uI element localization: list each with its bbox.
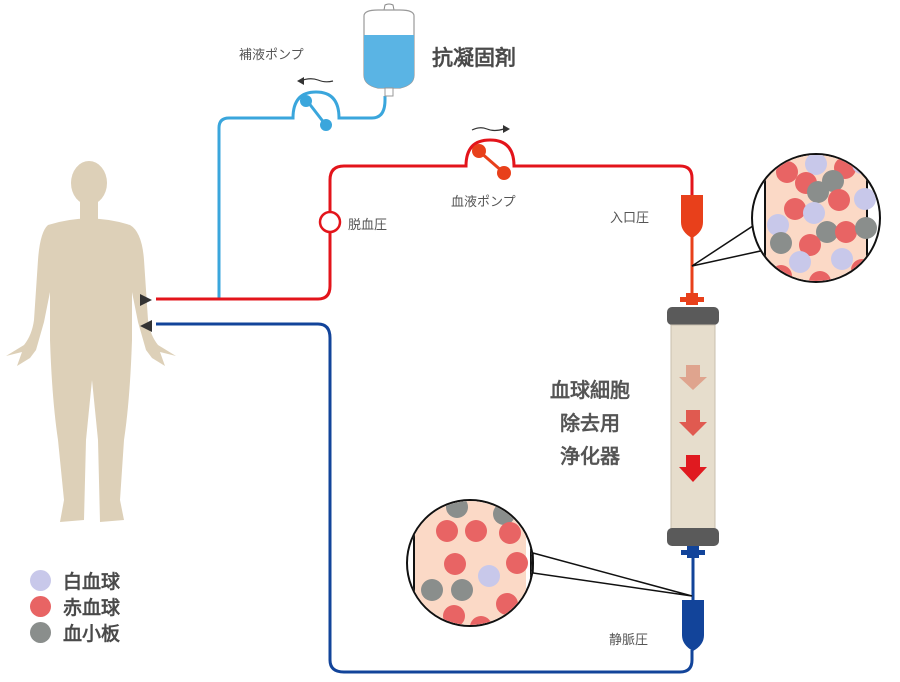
magnifier-before-filter xyxy=(691,153,881,283)
arterial-line xyxy=(156,138,694,301)
outlet-connector-icon xyxy=(681,546,705,558)
legend-item-platelet: 血小板 xyxy=(30,619,120,645)
anticoagulant-label: 抗凝固剤 xyxy=(432,46,516,70)
platelet-dot-icon xyxy=(30,621,51,643)
venous-pressure-chamber-icon xyxy=(682,600,704,651)
withdrawal-pressure-monitor-icon xyxy=(318,210,342,234)
inlet-connector-icon xyxy=(680,293,704,305)
venous-pressure-label: 静脈圧 xyxy=(609,633,649,648)
infusion-pump-icon xyxy=(300,95,332,131)
inlet-pressure-chamber-icon xyxy=(681,195,703,238)
filter-label: 血球細胞 除去用 浄化器 xyxy=(530,374,650,473)
rbc-dot-icon xyxy=(30,595,51,617)
infusion-pump-label: 補液ポンプ xyxy=(239,48,304,63)
blood-direction-arrow-icon xyxy=(471,125,510,133)
infusion-line xyxy=(217,90,387,299)
filter-column-icon xyxy=(667,307,719,546)
filter-label-line2: 除去用 xyxy=(560,411,620,435)
venous-access-icon xyxy=(140,320,152,332)
blood-pump-label: 血液ポンプ xyxy=(451,195,516,210)
filter-label-line3: 浄化器 xyxy=(560,444,620,468)
arterial-access-icon xyxy=(140,294,152,306)
legend: 白血球 赤血球 血小板 xyxy=(30,567,120,645)
human-body-icon xyxy=(6,161,176,522)
legend-label: 白血球 xyxy=(63,570,121,593)
legend-item-wbc: 白血球 xyxy=(30,567,120,593)
legend-label: 赤血球 xyxy=(63,596,121,619)
legend-item-rbc: 赤血球 xyxy=(30,593,120,619)
wbc-dot-icon xyxy=(30,569,51,591)
magnifier-after-filter xyxy=(406,499,693,627)
blood-cells-filtered xyxy=(421,501,528,625)
blood-pump-icon xyxy=(472,144,511,180)
inlet-pressure-label: 入口圧 xyxy=(610,211,650,226)
withdrawal-pressure-label: 脱血圧 xyxy=(348,218,388,233)
filter-label-line1: 血球細胞 xyxy=(550,378,630,402)
anticoagulant-bag-icon xyxy=(363,3,415,97)
legend-label: 血小板 xyxy=(63,622,121,645)
venous-line xyxy=(156,322,694,674)
infusion-direction-arrow-icon xyxy=(297,77,334,85)
